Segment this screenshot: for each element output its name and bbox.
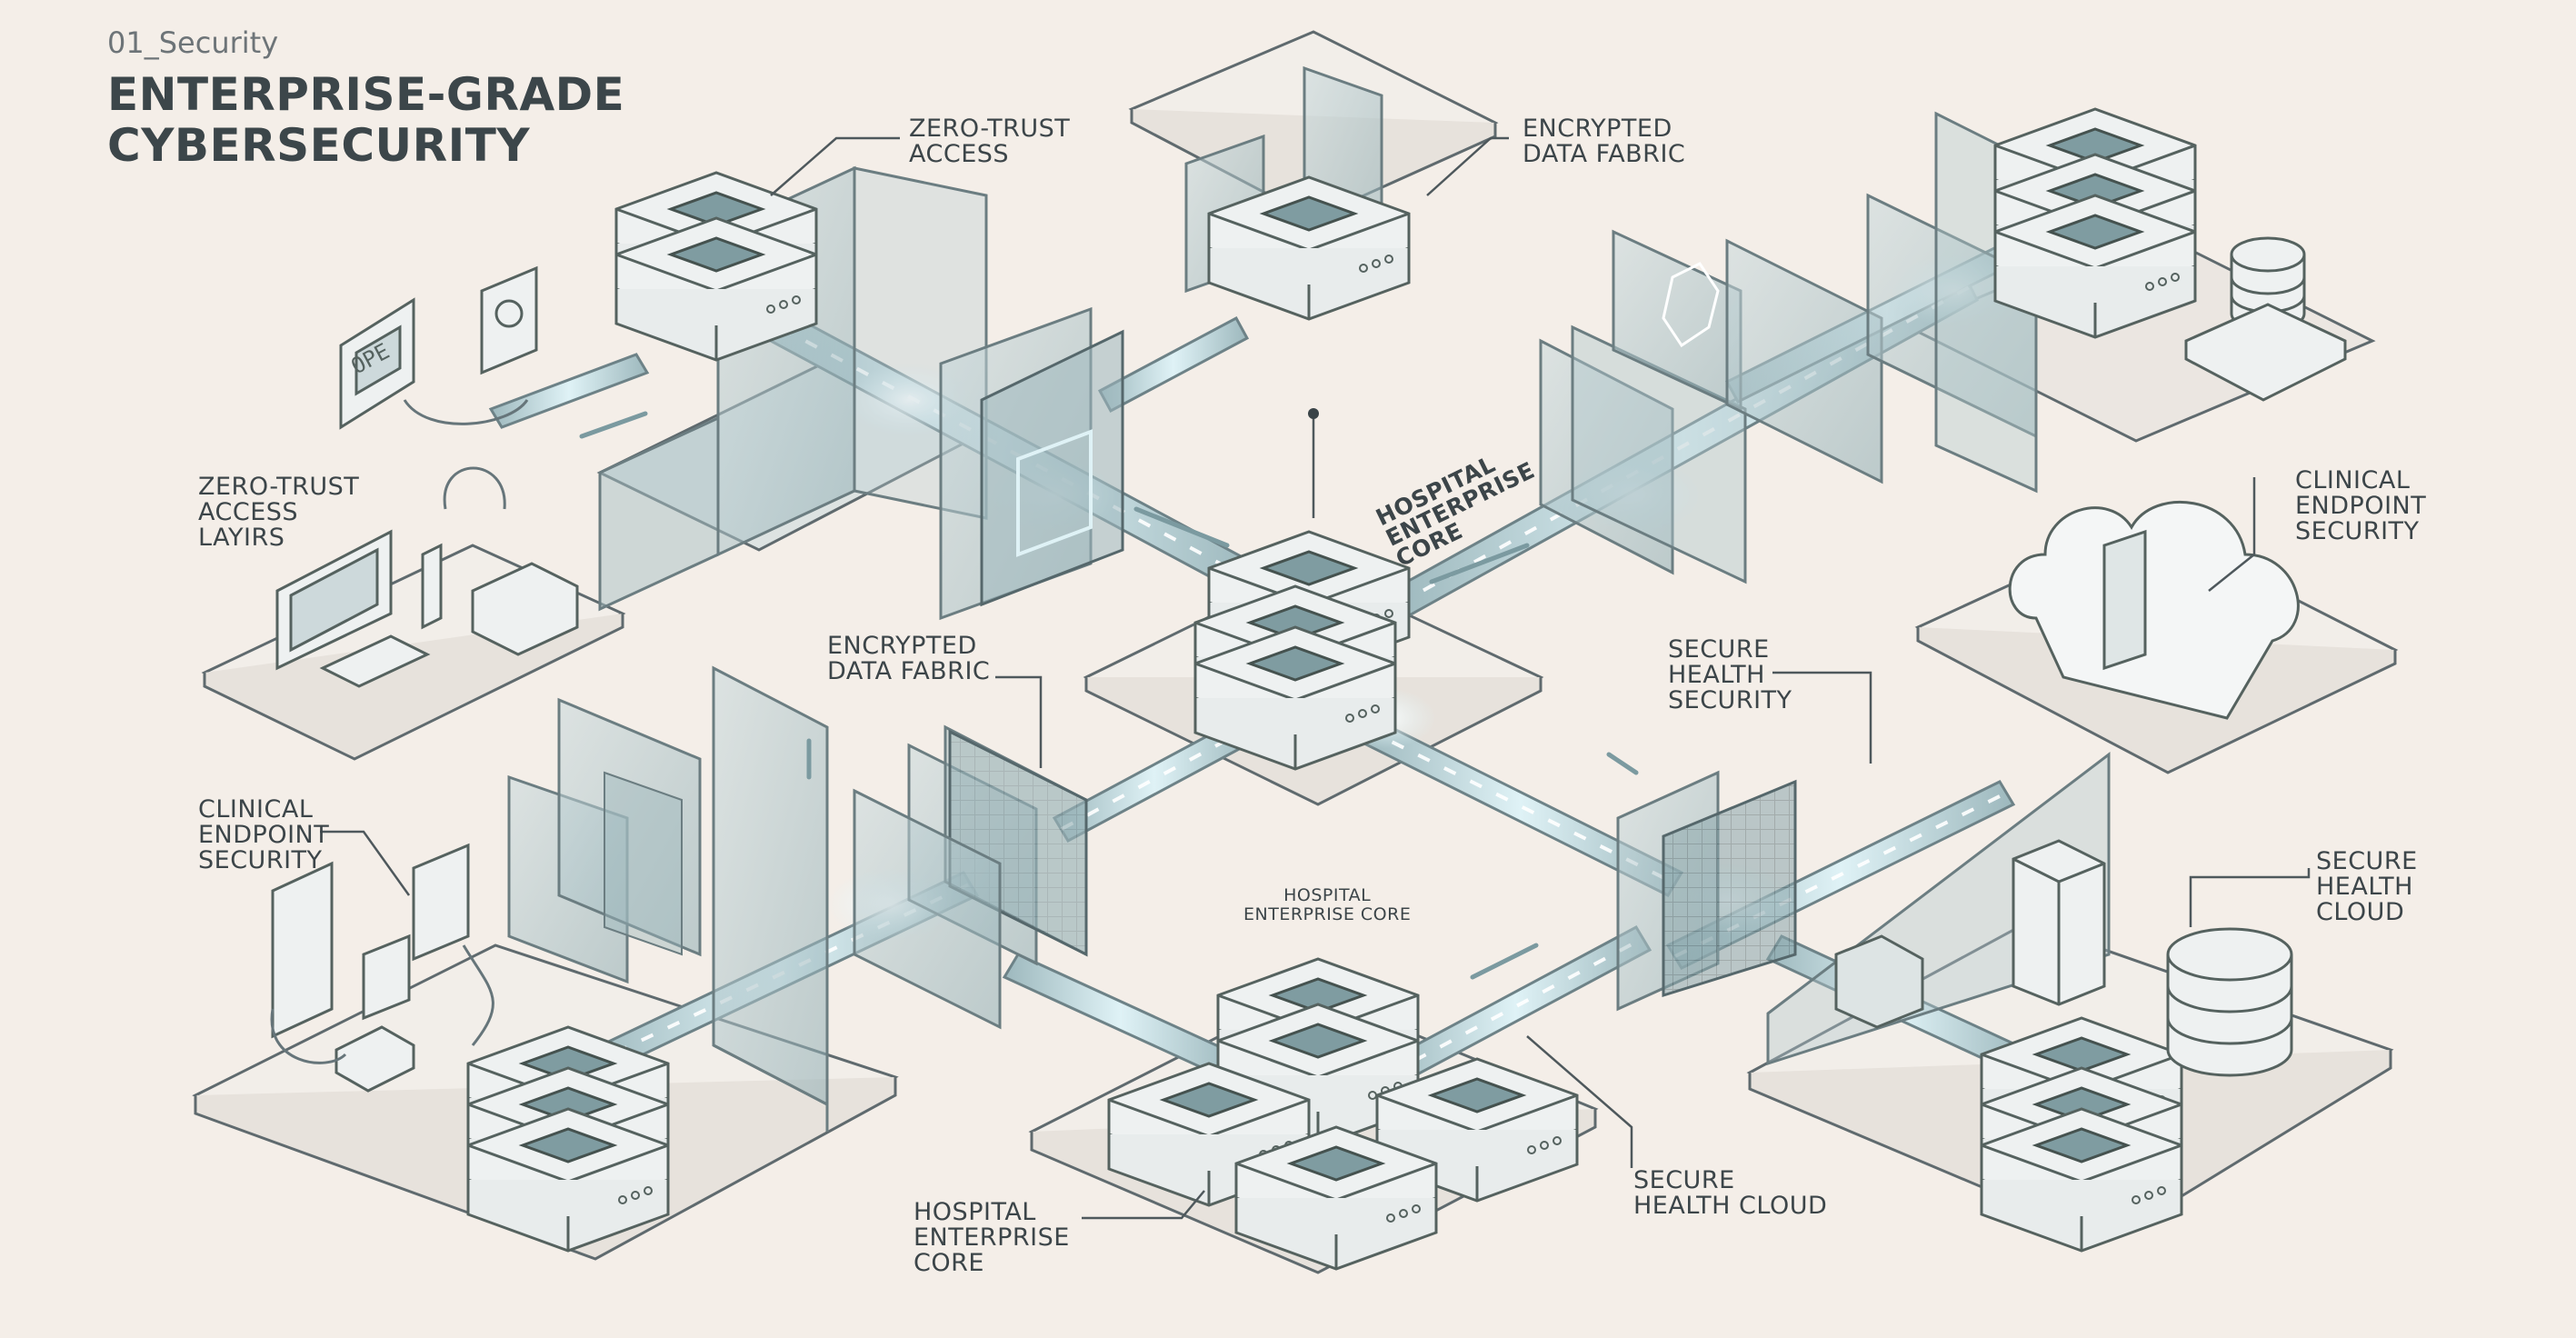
server-stack-icon	[1993, 107, 2197, 339]
flow-arrows	[579, 411, 1639, 980]
section-kicker: 01_Security	[107, 25, 279, 60]
shield-icon	[1662, 262, 1720, 348]
label-zero-trust-access-layers: ZERO-TRUST ACCESS LAYIRS	[198, 473, 360, 552]
leader-lines	[320, 136, 2311, 1220]
label-zero-trust-access: ZERO-TRUST ACCESS	[909, 115, 1071, 168]
server-stack-icon	[1980, 1016, 2183, 1253]
label-secure-health-cloud-right: SECURE HEALTH CLOUD	[2316, 847, 2418, 926]
label-encrypted-data-fabric-mid: ENCRYPTED DATA FABRIC	[827, 632, 991, 685]
page-title: ENTERPRISE-GRADE CYBERSECURITY	[107, 68, 625, 172]
database-icon	[2166, 927, 2293, 1077]
server-cabinet-icon	[1834, 839, 2106, 1029]
database-icon	[2184, 236, 2347, 402]
label-clinical-endpoint-security-left: CLINICAL ENDPOINT SECURITY	[198, 795, 330, 874]
server-stack-icon	[1193, 530, 1411, 771]
cables	[270, 399, 529, 1064]
label-encrypted-data-fabric-top: ENCRYPTED DATA FABRIC	[1523, 115, 1686, 168]
label-hospital-enterprise-core-bottom: HOSPITAL ENTERPRISE CORE	[914, 1198, 1070, 1277]
server-stack-icon	[614, 171, 818, 362]
cloud-icon	[2008, 500, 2300, 720]
server-stack-icon	[466, 1025, 670, 1253]
label-secure-health-cloud-bottom: SECURE HEALTH CLOUD	[1633, 1166, 1828, 1220]
kiosk-icon	[271, 265, 579, 1093]
label-hospital-enterprise-core-small: HOSPITAL ENTERPRISE CORE	[1243, 885, 1412, 924]
label-clinical-endpoint-security-right: CLINICAL ENDPOINT SECURITY	[2295, 466, 2427, 545]
label-secure-health-security: SECURE HEALTH SECURITY	[1668, 635, 1792, 714]
